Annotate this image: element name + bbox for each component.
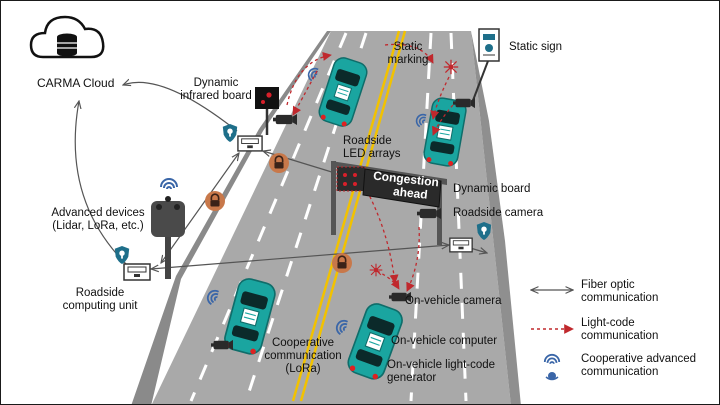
static-marking-icon xyxy=(443,59,459,75)
legend-light-code: Light-code communication xyxy=(581,317,659,342)
label-carma-cloud: CARMA Cloud xyxy=(37,76,115,90)
lock-icon xyxy=(269,153,289,173)
lock-icon xyxy=(205,191,225,211)
shield-icon xyxy=(222,124,238,142)
label-dynamic-board: Dynamic board xyxy=(453,183,531,195)
label-computing-unit: Roadside computing unit xyxy=(62,287,138,312)
legend-fiber-optic: Fiber optic communication xyxy=(581,279,659,304)
label-roadside-camera: Roadside camera xyxy=(453,207,544,219)
infrared-board-icon xyxy=(255,87,279,135)
label-static-marking: Static marking xyxy=(387,41,429,66)
light-burst-icon xyxy=(369,263,383,277)
center-line xyxy=(291,30,407,402)
light-code-links xyxy=(286,43,454,292)
lock-icon xyxy=(332,253,352,273)
label-on-vehicle-camera: On-vehicle camera xyxy=(405,295,502,307)
legend-cooperative: Cooperative advanced communication xyxy=(581,353,697,378)
label-infrared-board: Dynamic infrared board xyxy=(180,77,252,102)
computing-unit-icon xyxy=(123,263,151,281)
signal-icon xyxy=(160,178,178,190)
label-cooperative-comm: Cooperative communication (LoRa) xyxy=(264,337,342,375)
roadside-unit-icon xyxy=(237,135,263,152)
label-led-arrays: Roadside LED arrays xyxy=(343,135,401,160)
cloud-icon xyxy=(29,15,105,59)
shield-icon xyxy=(114,246,130,264)
led-arrays-icon xyxy=(336,166,366,192)
label-advanced-devices: Advanced devices (Lidar, LoRa, etc.) xyxy=(51,207,145,232)
wireless-signal-icon xyxy=(543,353,561,381)
roadside-unit-icon xyxy=(449,237,473,253)
static-sign-icon xyxy=(471,28,500,104)
advanced-devices-icon xyxy=(151,196,185,279)
label-on-vehicle-computer: On-vehicle computer xyxy=(391,335,498,347)
congestion-board xyxy=(362,168,442,208)
label-on-vehicle-generator: On-vehicle light-code generator xyxy=(387,359,496,384)
label-static-sign: Static sign xyxy=(509,41,563,53)
